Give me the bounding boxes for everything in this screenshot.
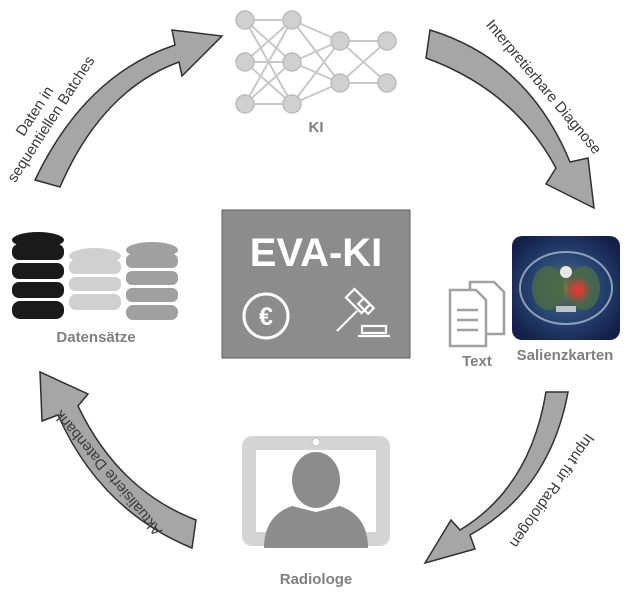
nn-node bbox=[330, 73, 350, 93]
nn-node bbox=[282, 52, 302, 72]
text-label: Text bbox=[462, 353, 492, 370]
nn-node bbox=[235, 94, 255, 114]
center-title: EVA-KI bbox=[250, 231, 383, 275]
saliency-label: Salienzkarten bbox=[517, 347, 614, 364]
arrow-bottom-right: Input für Radiologen bbox=[423, 391, 597, 565]
datasets-label: Datensätze bbox=[56, 329, 135, 346]
ki-label: KI bbox=[309, 119, 324, 136]
svg-text:€: € bbox=[259, 303, 273, 331]
arrow-top-right-shape bbox=[425, 29, 595, 210]
arrow-top-left: Daten in sequentiellen Batches bbox=[4, 29, 224, 188]
nn-node bbox=[282, 10, 302, 30]
nn-node bbox=[235, 52, 255, 72]
nn-node bbox=[377, 73, 397, 93]
arrow-top-left-shape bbox=[33, 29, 224, 188]
database-black-icon bbox=[12, 232, 64, 319]
radiologist-icon: Radiologe bbox=[242, 436, 390, 588]
database-light-icon bbox=[69, 248, 121, 310]
nn-node bbox=[330, 31, 350, 51]
document-icon bbox=[448, 280, 506, 348]
nn-edge bbox=[339, 40, 388, 84]
database-stack: Datensätze bbox=[12, 232, 178, 346]
arrow-bottom-right-shape bbox=[423, 391, 569, 565]
nn-edge bbox=[244, 19, 293, 105]
database-mid-icon bbox=[126, 242, 178, 320]
nn-node bbox=[235, 10, 255, 30]
arrow-top-right: Interpretierbare Diagnose bbox=[425, 16, 605, 210]
arrow-bottom-left-label: Aktualisierte Datenbank bbox=[51, 406, 166, 539]
neural-network-icon: KI bbox=[235, 10, 397, 136]
arrow-bottom-left: Aktualisierte Datenbank bbox=[39, 370, 197, 550]
saliency-map-image bbox=[512, 236, 620, 340]
nn-edge bbox=[244, 19, 293, 63]
nn-edge bbox=[291, 40, 341, 105]
center-box: EVA-KI € bbox=[221, 209, 411, 359]
nn-node bbox=[377, 31, 397, 51]
radiologist-label: Radiologe bbox=[280, 571, 353, 588]
nn-edge bbox=[244, 61, 293, 105]
nn-node bbox=[282, 94, 302, 114]
euro-icon: € bbox=[242, 292, 290, 340]
arrow-bottom-left-shape bbox=[39, 370, 197, 550]
gavel-icon bbox=[336, 287, 390, 338]
